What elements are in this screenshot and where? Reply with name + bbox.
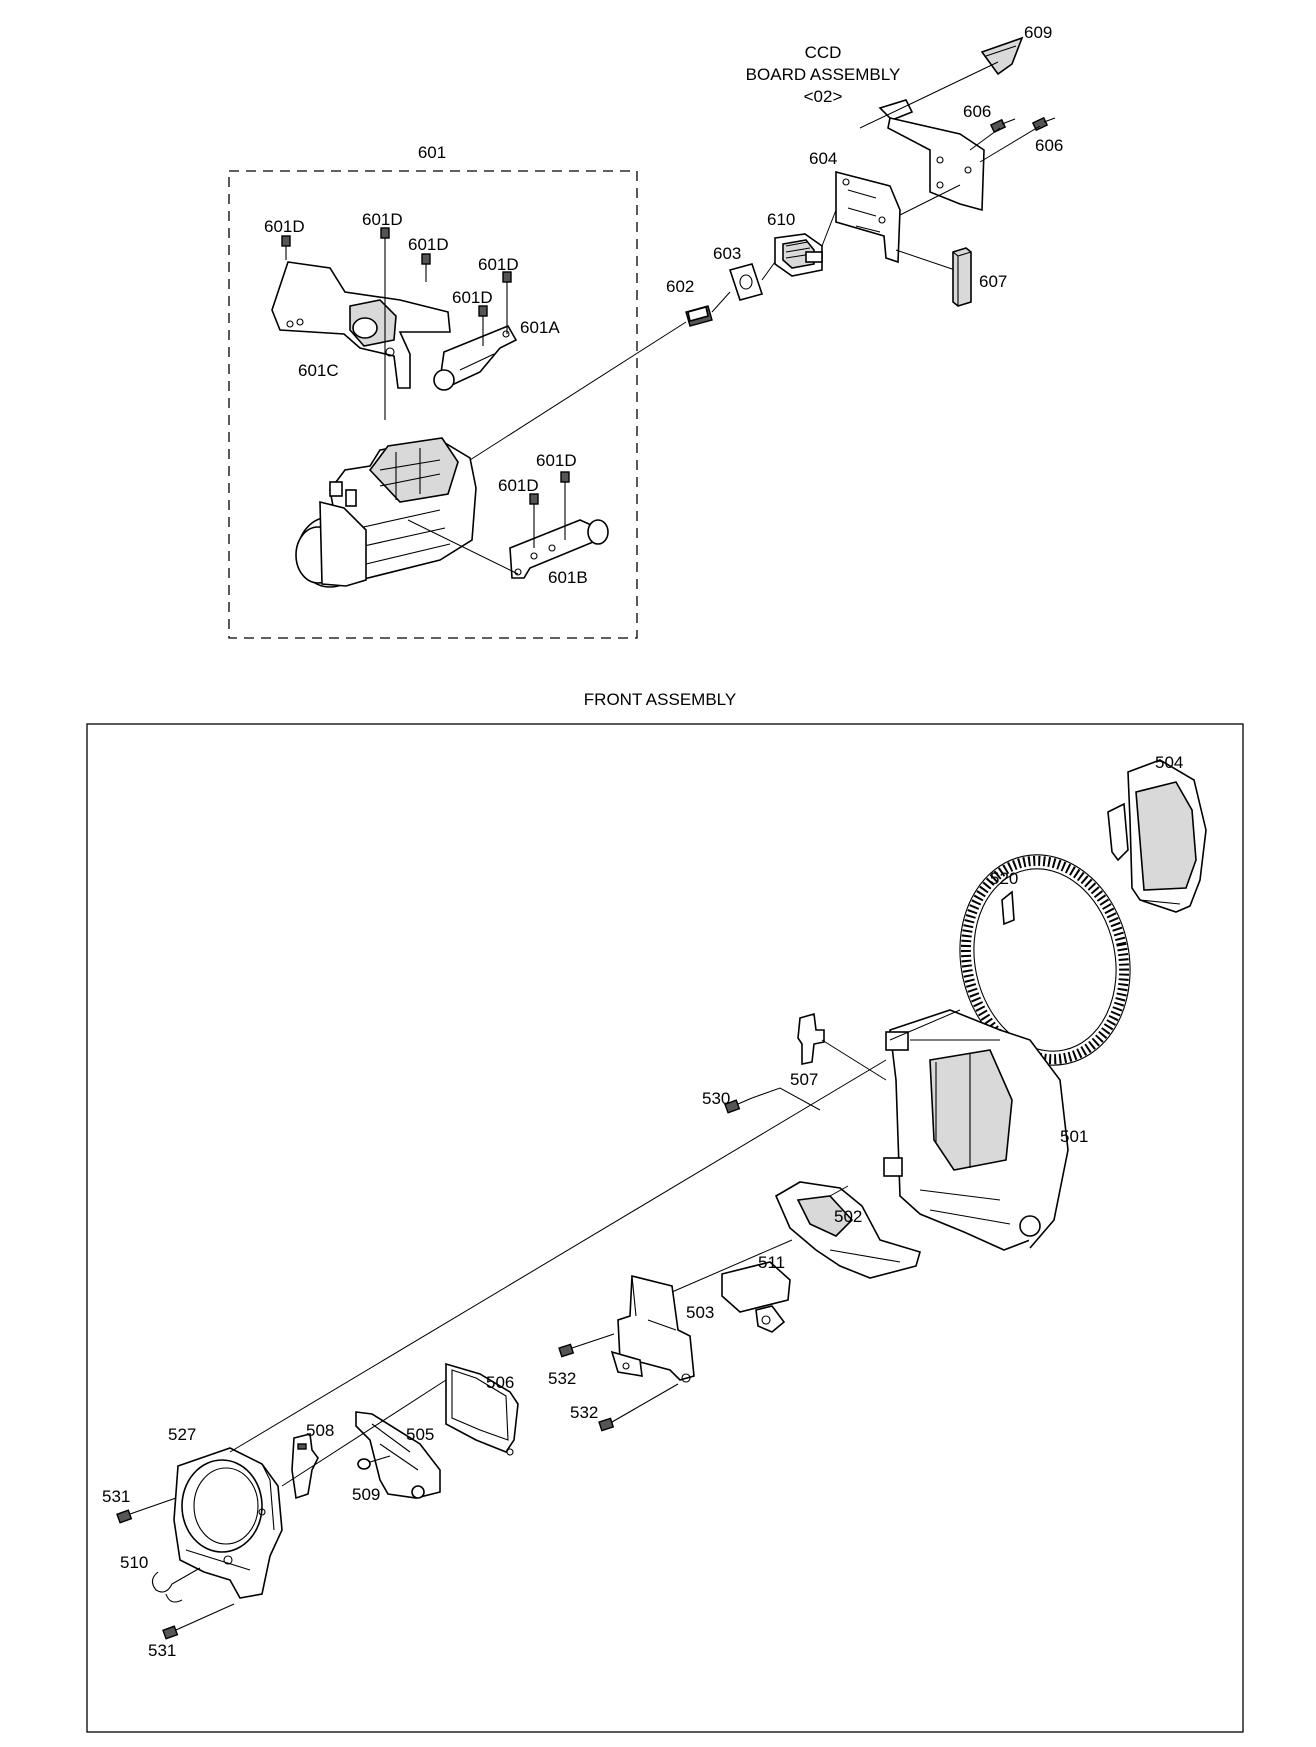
part-506-frame <box>445 1362 519 1456</box>
lens-unit-icon <box>295 437 477 588</box>
front-assembly-title: FRONT ASSEMBLY <box>584 690 736 709</box>
part-527-front-ring <box>173 1447 283 1599</box>
part-504-cover <box>1107 759 1207 913</box>
leader-507 <box>821 1039 887 1081</box>
part-601a-motor <box>433 324 518 391</box>
label-527: 527 <box>168 1425 196 1444</box>
leader-601b <box>407 519 519 575</box>
label-603: 603 <box>713 244 741 263</box>
label-531a: 531 <box>102 1487 130 1506</box>
label-601c: 601C <box>298 361 339 380</box>
label-606a: 606 <box>963 102 991 121</box>
label-532a: 532 <box>548 1369 576 1388</box>
screw-icon <box>421 253 431 282</box>
label-607: 607 <box>979 272 1007 291</box>
label-501: 501 <box>1060 1127 1088 1146</box>
group-601-dashed-frame <box>228 170 638 639</box>
part-507-spring <box>797 1012 825 1065</box>
part-501-front-body <box>883 1009 1069 1251</box>
label-508: 508 <box>306 1421 334 1440</box>
group-601-title: 601 <box>418 143 446 162</box>
screw-icon <box>529 493 539 548</box>
leader-606a <box>969 127 1001 151</box>
screw-icon <box>558 1333 615 1358</box>
label-505: 505 <box>406 1425 434 1444</box>
label-506: 506 <box>486 1373 514 1392</box>
part-601b-bracket <box>509 519 609 579</box>
leader-front-axis <box>229 1059 887 1453</box>
label-602: 602 <box>666 277 694 296</box>
label-601d-1: 601D <box>264 217 305 236</box>
screw-icon <box>281 235 291 260</box>
screw-icon <box>478 305 488 346</box>
label-532b: 532 <box>570 1403 598 1422</box>
screw-icon <box>989 118 1016 134</box>
leader-axis-609 <box>859 96 926 129</box>
part-602-optical-filter <box>685 305 713 327</box>
part-520-gear-ring <box>959 854 1131 1066</box>
label-601d-2: 601D <box>362 210 403 229</box>
part-604-ccd-board <box>835 170 901 264</box>
screw-icon <box>1031 116 1056 132</box>
screw-icon <box>724 1097 753 1114</box>
label-601d-3: 601D <box>408 235 449 254</box>
label-601d-5: 601D <box>452 288 493 307</box>
leader-axis-610 <box>761 261 776 281</box>
label-601b: 601B <box>548 568 588 587</box>
label-502: 502 <box>834 1207 862 1226</box>
label-604: 604 <box>809 149 837 168</box>
part-609-tape <box>980 36 1024 76</box>
label-606b: 606 <box>1035 136 1063 155</box>
label-609: 609 <box>1024 23 1052 42</box>
leader-axis-603 <box>711 291 731 313</box>
label-503: 503 <box>686 1303 714 1322</box>
label-511: 511 <box>758 1253 785 1272</box>
label-510: 510 <box>120 1553 148 1572</box>
part-510-spring <box>151 1567 201 1603</box>
leader-503-502 <box>671 1239 793 1293</box>
ccd-title-line3: <02> <box>804 87 843 106</box>
label-504: 504 <box>1155 753 1183 772</box>
leader-604-607 <box>895 249 956 271</box>
part-503-bracket <box>610 1274 695 1383</box>
part-603-filter <box>728 263 764 301</box>
ccd-title-line2: BOARD ASSEMBLY <box>746 65 901 84</box>
label-601d-7: 601D <box>498 476 539 495</box>
label-531b: 531 <box>148 1641 176 1660</box>
screw-icon <box>380 227 390 420</box>
part-508-latch <box>291 1433 319 1500</box>
label-507: 507 <box>790 1070 818 1089</box>
screw-icon <box>502 271 512 334</box>
part-502-base <box>774 1181 921 1279</box>
leader-501-520 <box>889 1009 961 1041</box>
leader-609 <box>924 61 999 98</box>
label-601a: 601A <box>520 318 560 337</box>
part-505-plate <box>355 1411 441 1499</box>
leader-502 <box>829 1185 849 1197</box>
leader-530 <box>751 1087 821 1111</box>
label-509: 509 <box>352 1485 380 1504</box>
part-610-sensor <box>774 233 823 277</box>
leader-606b <box>979 125 1041 163</box>
part-511-block <box>721 1261 791 1333</box>
screw-icon <box>598 1383 679 1432</box>
ccd-title-line1: CCD <box>805 43 842 62</box>
screw-icon <box>560 471 570 540</box>
label-530: 530 <box>702 1089 730 1108</box>
label-601d-6: 601D <box>536 451 577 470</box>
part-607-bar <box>952 247 972 307</box>
label-601d-4: 601D <box>478 255 519 274</box>
screw-icon <box>162 1603 235 1640</box>
label-520: 520 <box>990 869 1018 888</box>
leader-527-506 <box>281 1379 447 1487</box>
front-assembly-frame <box>86 723 1244 1733</box>
screw-icon <box>116 1497 177 1524</box>
label-610: 610 <box>767 210 795 229</box>
leader-604-606 <box>899 184 961 216</box>
leader-axis-602 <box>469 321 687 461</box>
leader-axis-604 <box>821 209 837 247</box>
part-509-pin <box>357 1455 391 1470</box>
